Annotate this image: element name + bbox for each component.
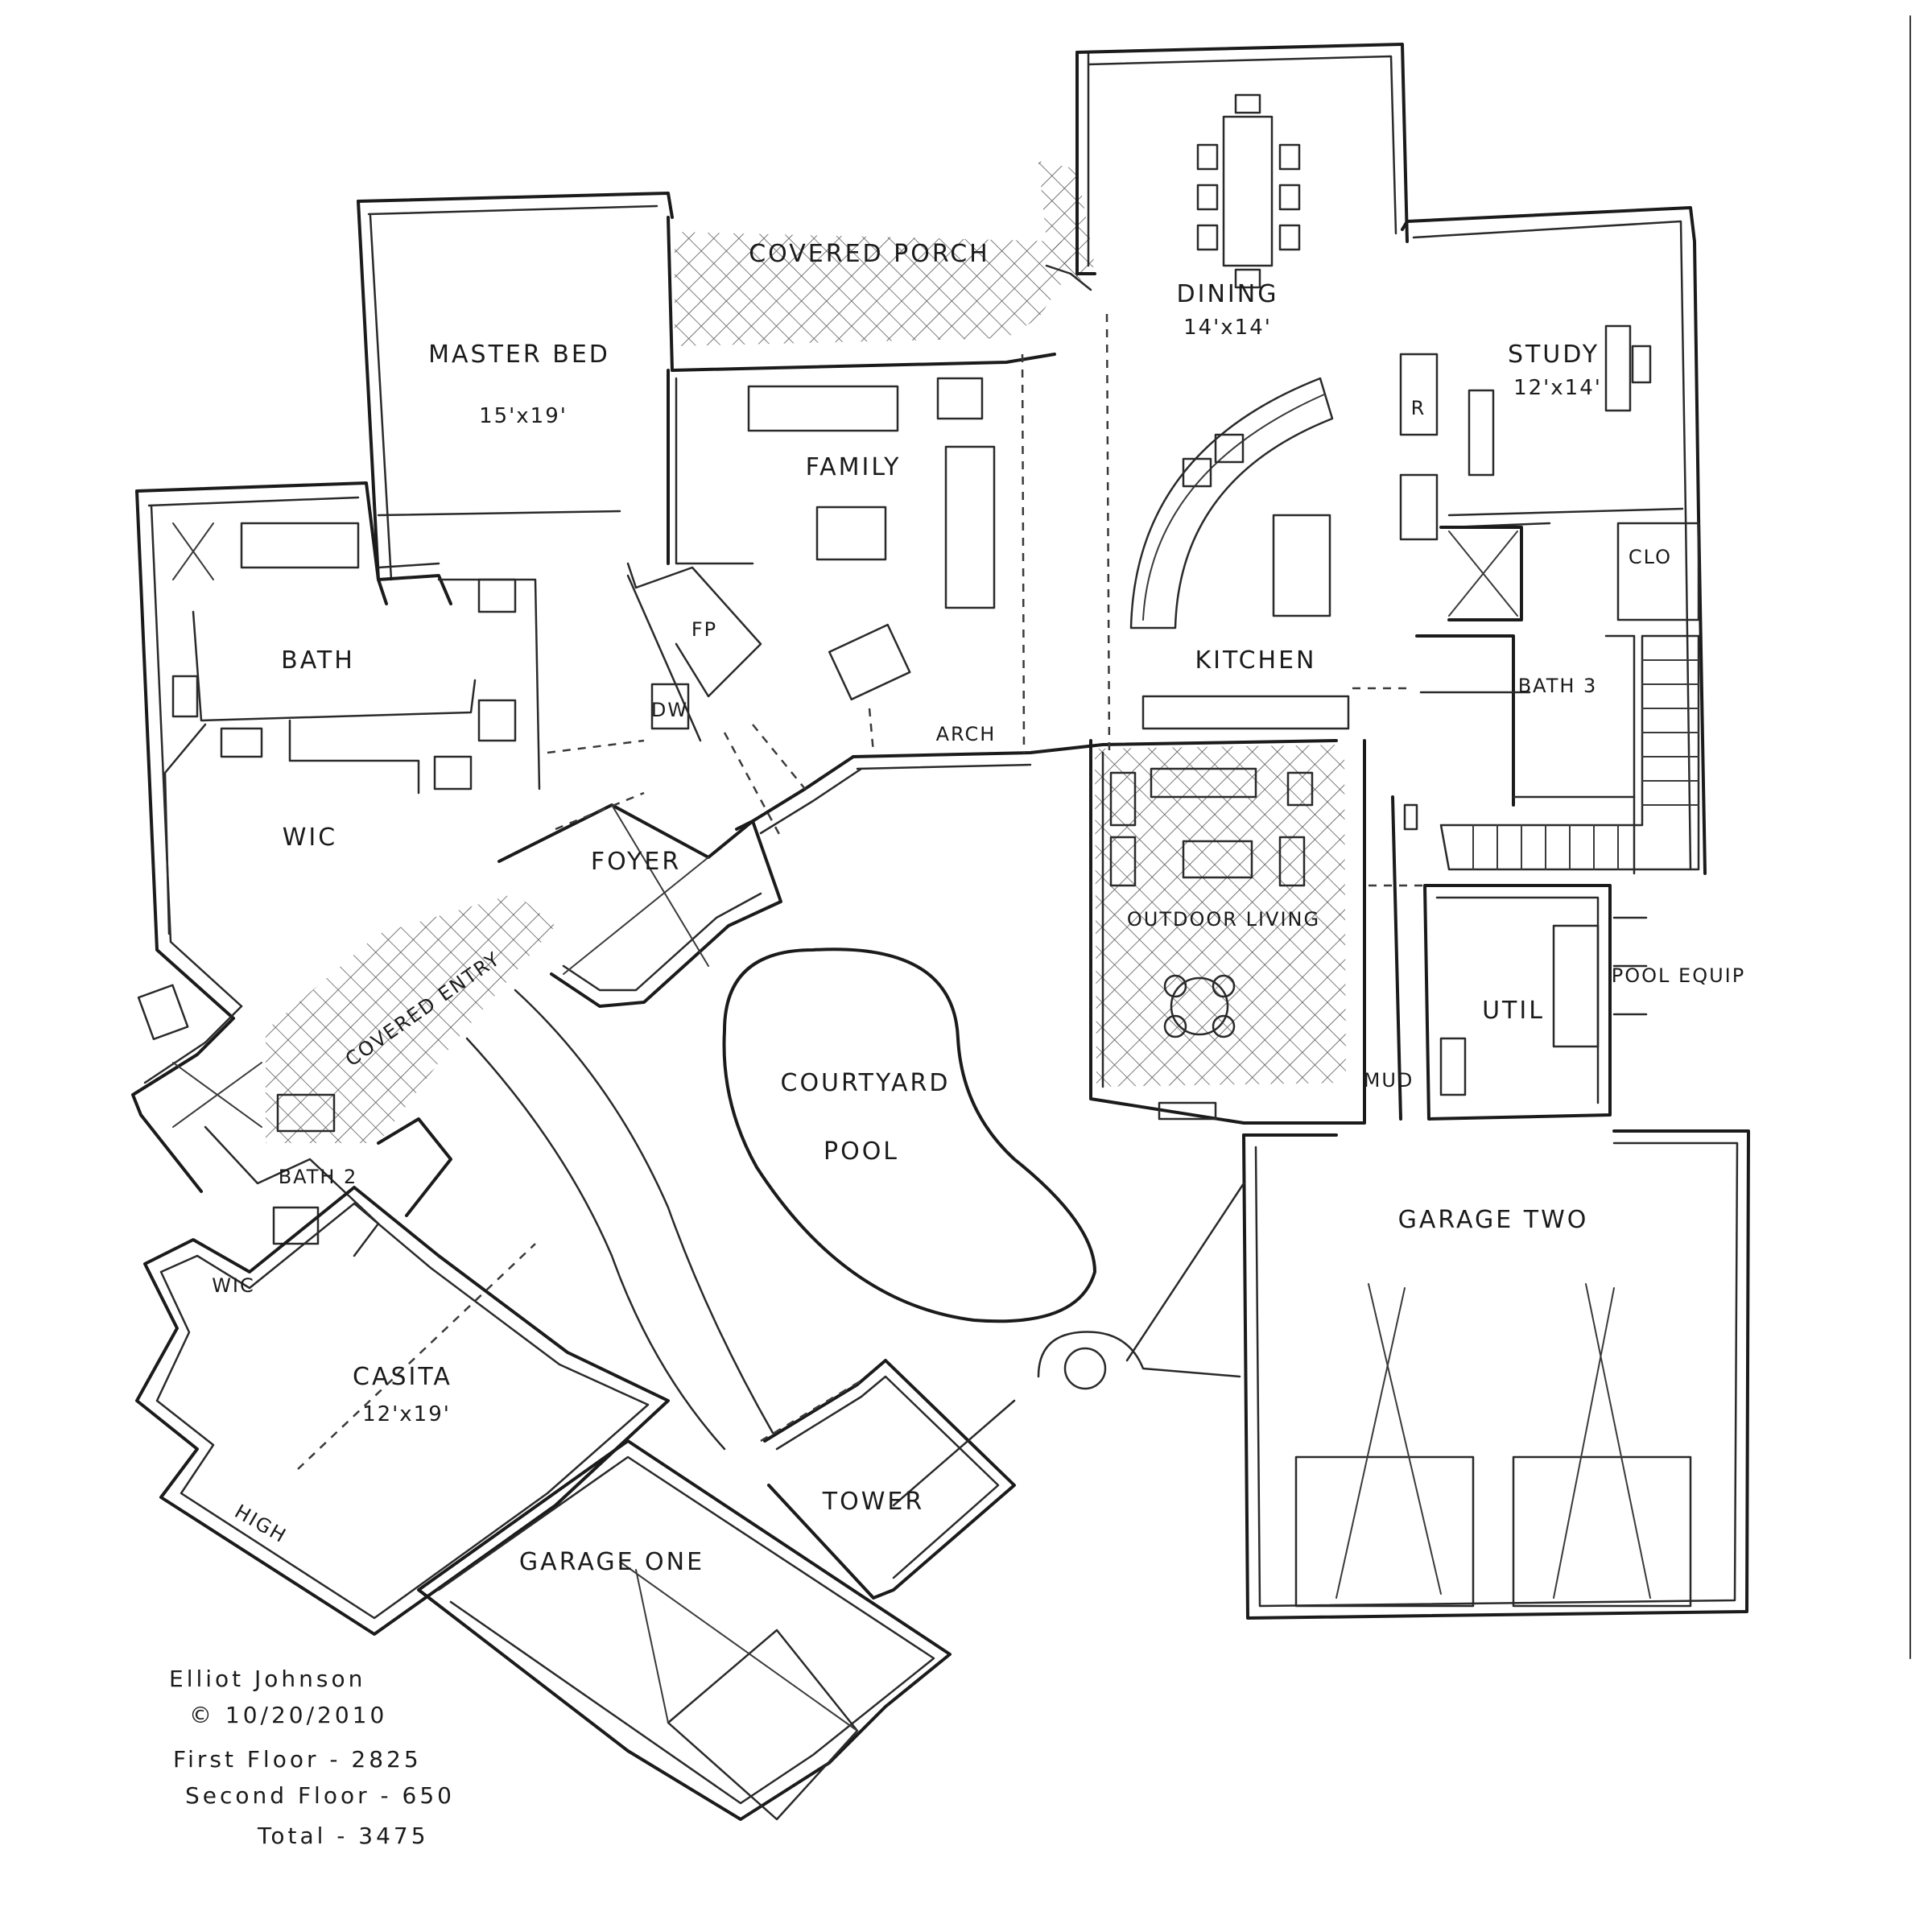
label-bath-2: BATH 2: [279, 1166, 358, 1188]
kitchen-island-arc: [1129, 377, 1350, 730]
label-study: STUDY: [1508, 341, 1600, 369]
dining-table: [1196, 93, 1301, 289]
note-author: Elliot Johnson: [169, 1666, 365, 1692]
garage-one: [417, 1439, 952, 1821]
outdoor-living-walls: [1089, 739, 1402, 1125]
label-foyer: FOYER: [591, 848, 681, 876]
label-util: UTIL: [1482, 997, 1545, 1025]
note-second-floor: Second Floor - 650: [185, 1782, 455, 1809]
label-dining-size: 14'x14': [1183, 316, 1272, 340]
label-kitchen: KITCHEN: [1195, 646, 1317, 675]
label-fp: FP: [691, 618, 717, 641]
drawing-notes: Elliot Johnson © 10/20/2010 First Floor …: [169, 1666, 455, 1849]
label-garage-two: GARAGE TWO: [1398, 1206, 1589, 1234]
label-family: FAMILY: [806, 453, 902, 481]
label-bath: BATH: [281, 646, 355, 675]
foyer-walls: [497, 724, 806, 1008]
note-first-floor: First Floor - 2825: [173, 1746, 422, 1773]
label-pool: POOL: [824, 1137, 899, 1166]
label-high: HIGH: [231, 1501, 291, 1548]
label-master-bed-size: 15'x19': [479, 404, 568, 428]
dining-walls: [1075, 43, 1409, 275]
label-r: R: [1411, 397, 1426, 419]
label-casita: CASITA: [353, 1363, 452, 1391]
family-furniture: [747, 377, 996, 701]
label-dining: DINING: [1177, 280, 1279, 308]
master-bed-walls: [357, 192, 674, 605]
label-outdoor-living: OUTDOOR LIVING: [1127, 908, 1320, 931]
note-total: Total - 3475: [257, 1823, 429, 1849]
bath2-walls: [131, 984, 452, 1257]
label-bath-3: BATH 3: [1518, 675, 1598, 697]
fp-dw: [626, 566, 762, 742]
covered-porch-hatch: [675, 161, 1095, 346]
util-walls: [1423, 884, 1648, 1121]
garage-two: [1242, 1129, 1750, 1620]
label-covered-porch: COVERED PORCH: [749, 240, 990, 268]
label-clo: CLO: [1629, 546, 1672, 568]
label-master-bed: MASTER BED: [428, 341, 610, 369]
label-mud: MUD: [1364, 1069, 1414, 1092]
misc-walls: [626, 216, 1425, 887]
label-pool-equip: POOL EQUIP: [1612, 964, 1745, 987]
family-walls: [667, 313, 1413, 835]
tower-walls: [760, 1359, 1016, 1600]
label-courtyard: COURTYARD: [781, 1069, 951, 1097]
study-walls: [1401, 206, 1707, 875]
label-wic: WIC: [283, 824, 337, 852]
staircase: [1439, 634, 1700, 871]
courtyard-pool: [465, 947, 1245, 1507]
label-tower: TOWER: [822, 1488, 924, 1516]
study-furniture: [1399, 324, 1652, 541]
label-wic-2: WIC: [212, 1274, 255, 1297]
master-bath-walls: [135, 481, 541, 1020]
label-garage-one: GARAGE ONE: [519, 1548, 704, 1576]
label-casita-size: 12'x19': [362, 1402, 451, 1426]
label-study-size: 12'x14': [1513, 376, 1602, 400]
label-dw: DW: [651, 699, 688, 721]
covered-entry-hatch: [266, 894, 555, 1143]
outdoor-living-hatch: [1095, 745, 1346, 1087]
note-copyright: © 10/20/2010: [189, 1702, 387, 1728]
label-arch: ARCH: [936, 723, 997, 745]
bath3-area: [1403, 522, 1700, 875]
